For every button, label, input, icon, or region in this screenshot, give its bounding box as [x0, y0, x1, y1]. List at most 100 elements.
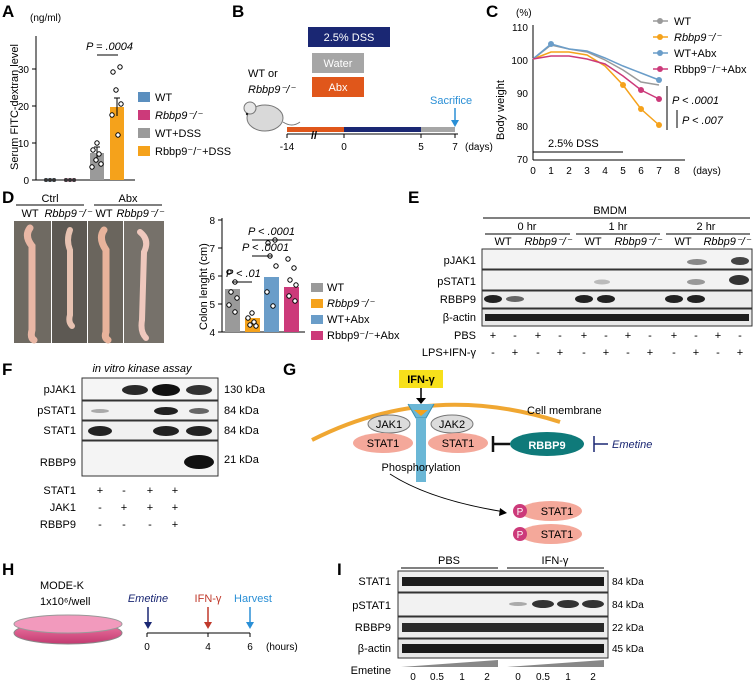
panel-a-ytick: 10	[18, 139, 30, 150]
panel-c-series-rbbp9	[532, 51, 662, 128]
panel-f-kda: 130 kDa	[224, 384, 266, 396]
panel-i-kda: 84 kDa	[612, 600, 644, 611]
sign: +	[172, 519, 178, 531]
panel-c-legend: WT Rbbp9⁻/⁻ WT+Abx Rbbp9⁻/⁻+Abx	[653, 16, 747, 76]
panel-e-genotype: WT	[494, 236, 511, 248]
colon-group-label: Rbbp9⁻/⁻	[116, 208, 164, 220]
sign: -	[513, 330, 517, 342]
panel-c-xtick: 8	[674, 166, 680, 177]
panel-f-signs: + - + + - + + + - - - +	[97, 485, 178, 531]
panel-d-p2: P < .0001	[242, 242, 289, 254]
sign: +	[172, 485, 178, 497]
panel-b: B 2.5% DSS Water Abx WT or Rbbp9⁻/⁻ // -…	[232, 2, 493, 153]
jak1-label: JAK1	[376, 419, 402, 431]
dose-label: 0	[410, 672, 416, 683]
sign: -	[716, 347, 720, 359]
dose-label: 2	[484, 672, 490, 683]
panel-f-cond: RBBP9	[40, 519, 76, 531]
stat1-label: STAT1	[541, 506, 574, 518]
panel-d-ytick: 8	[209, 216, 215, 227]
dose-label: 0.5	[536, 672, 550, 683]
panel-c-ytick: 110	[512, 23, 528, 34]
abx-box	[312, 77, 364, 97]
sign: -	[148, 519, 152, 531]
phospho-p: P	[517, 507, 524, 518]
panel-c-ytick: 90	[517, 89, 529, 100]
dose-label: 1	[565, 672, 571, 683]
panel-a: A (ng/ml) Serum FITC-dextran level 0 10 …	[2, 2, 231, 187]
panel-i-emetine: Emetine	[351, 665, 391, 677]
panel-d-ytick: 5	[209, 300, 215, 311]
panel-d-bar-rbbp9-abx	[284, 287, 299, 332]
panel-i: I PBS IFN-γ STAT1 pSTAT1 RBBP9 β-actin 8…	[337, 555, 644, 683]
panel-label-b: B	[232, 2, 244, 21]
panel-a-yticks: 0 10 20 30	[18, 65, 36, 187]
colon-ctrl-label: Ctrl	[41, 193, 58, 205]
panel-d-yticks: 4 5 6 7 8	[209, 216, 222, 339]
jak1-bubble	[367, 414, 411, 434]
panel-f-kda: 21 kDa	[224, 454, 260, 466]
panel-d-ytick: 4	[209, 328, 215, 339]
water-box-label: Water	[324, 58, 353, 70]
dss-box	[308, 27, 390, 47]
sign: +	[557, 347, 563, 359]
panel-h-harvest: Harvest	[234, 593, 272, 605]
panel-c: C (%) Body weight 70 80 90 100 110 0 1 2…	[486, 2, 747, 177]
panel-f-blots	[81, 377, 219, 477]
phospho-icon	[513, 504, 527, 518]
timeline-abx	[287, 127, 344, 132]
panel-c-xtick: 7	[656, 166, 662, 177]
abx-box-label: Abx	[329, 82, 348, 94]
sign: -	[122, 519, 126, 531]
panel-e-lps-signs: - + - + - + - + - + - +	[491, 347, 743, 359]
panel-c-xticks: 0 1 2 3 4 5 6 7 8 (days)	[530, 166, 721, 177]
panel-a-unit: (ng/ml)	[30, 13, 61, 24]
panel-a-legend-item: WT	[155, 92, 172, 104]
panel-g: G IFN-γ Cell membrane JAK1 JAK2 STAT1 ST…	[283, 360, 652, 544]
sign: +	[625, 330, 631, 342]
sign: +	[603, 347, 609, 359]
panel-c-unit: (%)	[516, 8, 532, 19]
panel-c-xtick: 0	[530, 166, 536, 177]
panel-f-cond: STAT1	[43, 485, 76, 497]
panel-c-xtick: 6	[638, 166, 644, 177]
panel-c-ytick: 80	[517, 122, 529, 133]
panel-i-kda: 45 kDa	[612, 644, 644, 655]
panel-c-ylabel: Body weight	[495, 80, 507, 140]
panel-e-pbs-signs: + - + - + - + - + - + -	[490, 330, 742, 342]
pstat1-bubble-2	[520, 524, 582, 544]
panel-e-treat: PBS	[454, 330, 476, 342]
culture-dish-icon	[13, 614, 123, 645]
panel-label-d: D	[2, 188, 14, 207]
panel-h-unit: (hours)	[266, 642, 298, 653]
panel-a-points-wt-dss	[89, 140, 104, 170]
mouse-label-1: WT or	[248, 68, 278, 80]
sign: +	[715, 330, 721, 342]
sign: -	[491, 347, 495, 359]
sign: -	[122, 485, 126, 497]
phospho-arrow-icon	[389, 473, 506, 513]
stat1-label: STAT1	[442, 438, 475, 450]
panel-h: H MODE-K 1x10⁶/well 0 4 6 (hours) Emetin…	[2, 560, 298, 653]
panel-d-legend-item: Rbbp9⁻/⁻	[327, 298, 375, 310]
panel-label-f: F	[2, 360, 12, 379]
panel-label-e: E	[408, 188, 419, 207]
panel-i-blots	[397, 570, 609, 659]
panel-a-legend-item: Rbbp9⁻/⁻+DSS	[155, 146, 231, 158]
panel-a-ytick: 20	[18, 102, 30, 113]
panel-e-time: 0 hr	[518, 221, 537, 233]
panel-c-xtick: 5	[620, 166, 626, 177]
panel-d-legend: WT Rbbp9⁻/⁻ WT+Abx Rbbp9⁻/⁻+Abx	[311, 282, 400, 342]
panel-e-genotype: WT	[674, 236, 691, 248]
panel-e-blots	[481, 248, 753, 327]
timeline-dss	[344, 127, 421, 132]
panel-a-legend: WT Rbbp9⁻/⁻ WT+DSS Rbbp9⁻/⁻+DSS	[138, 92, 231, 158]
panel-label-i: I	[337, 560, 342, 579]
panel-c-xtick: 1	[548, 166, 554, 177]
panel-e-genotype: Rbbp9⁻/⁻	[524, 236, 572, 248]
panel-label-h: H	[2, 560, 14, 579]
panel-f-cond: JAK1	[50, 502, 76, 514]
panel-e-row: pSTAT1	[437, 276, 476, 288]
panel-d-ytick: 6	[209, 272, 215, 283]
panel-a-ytick: 0	[23, 176, 29, 187]
